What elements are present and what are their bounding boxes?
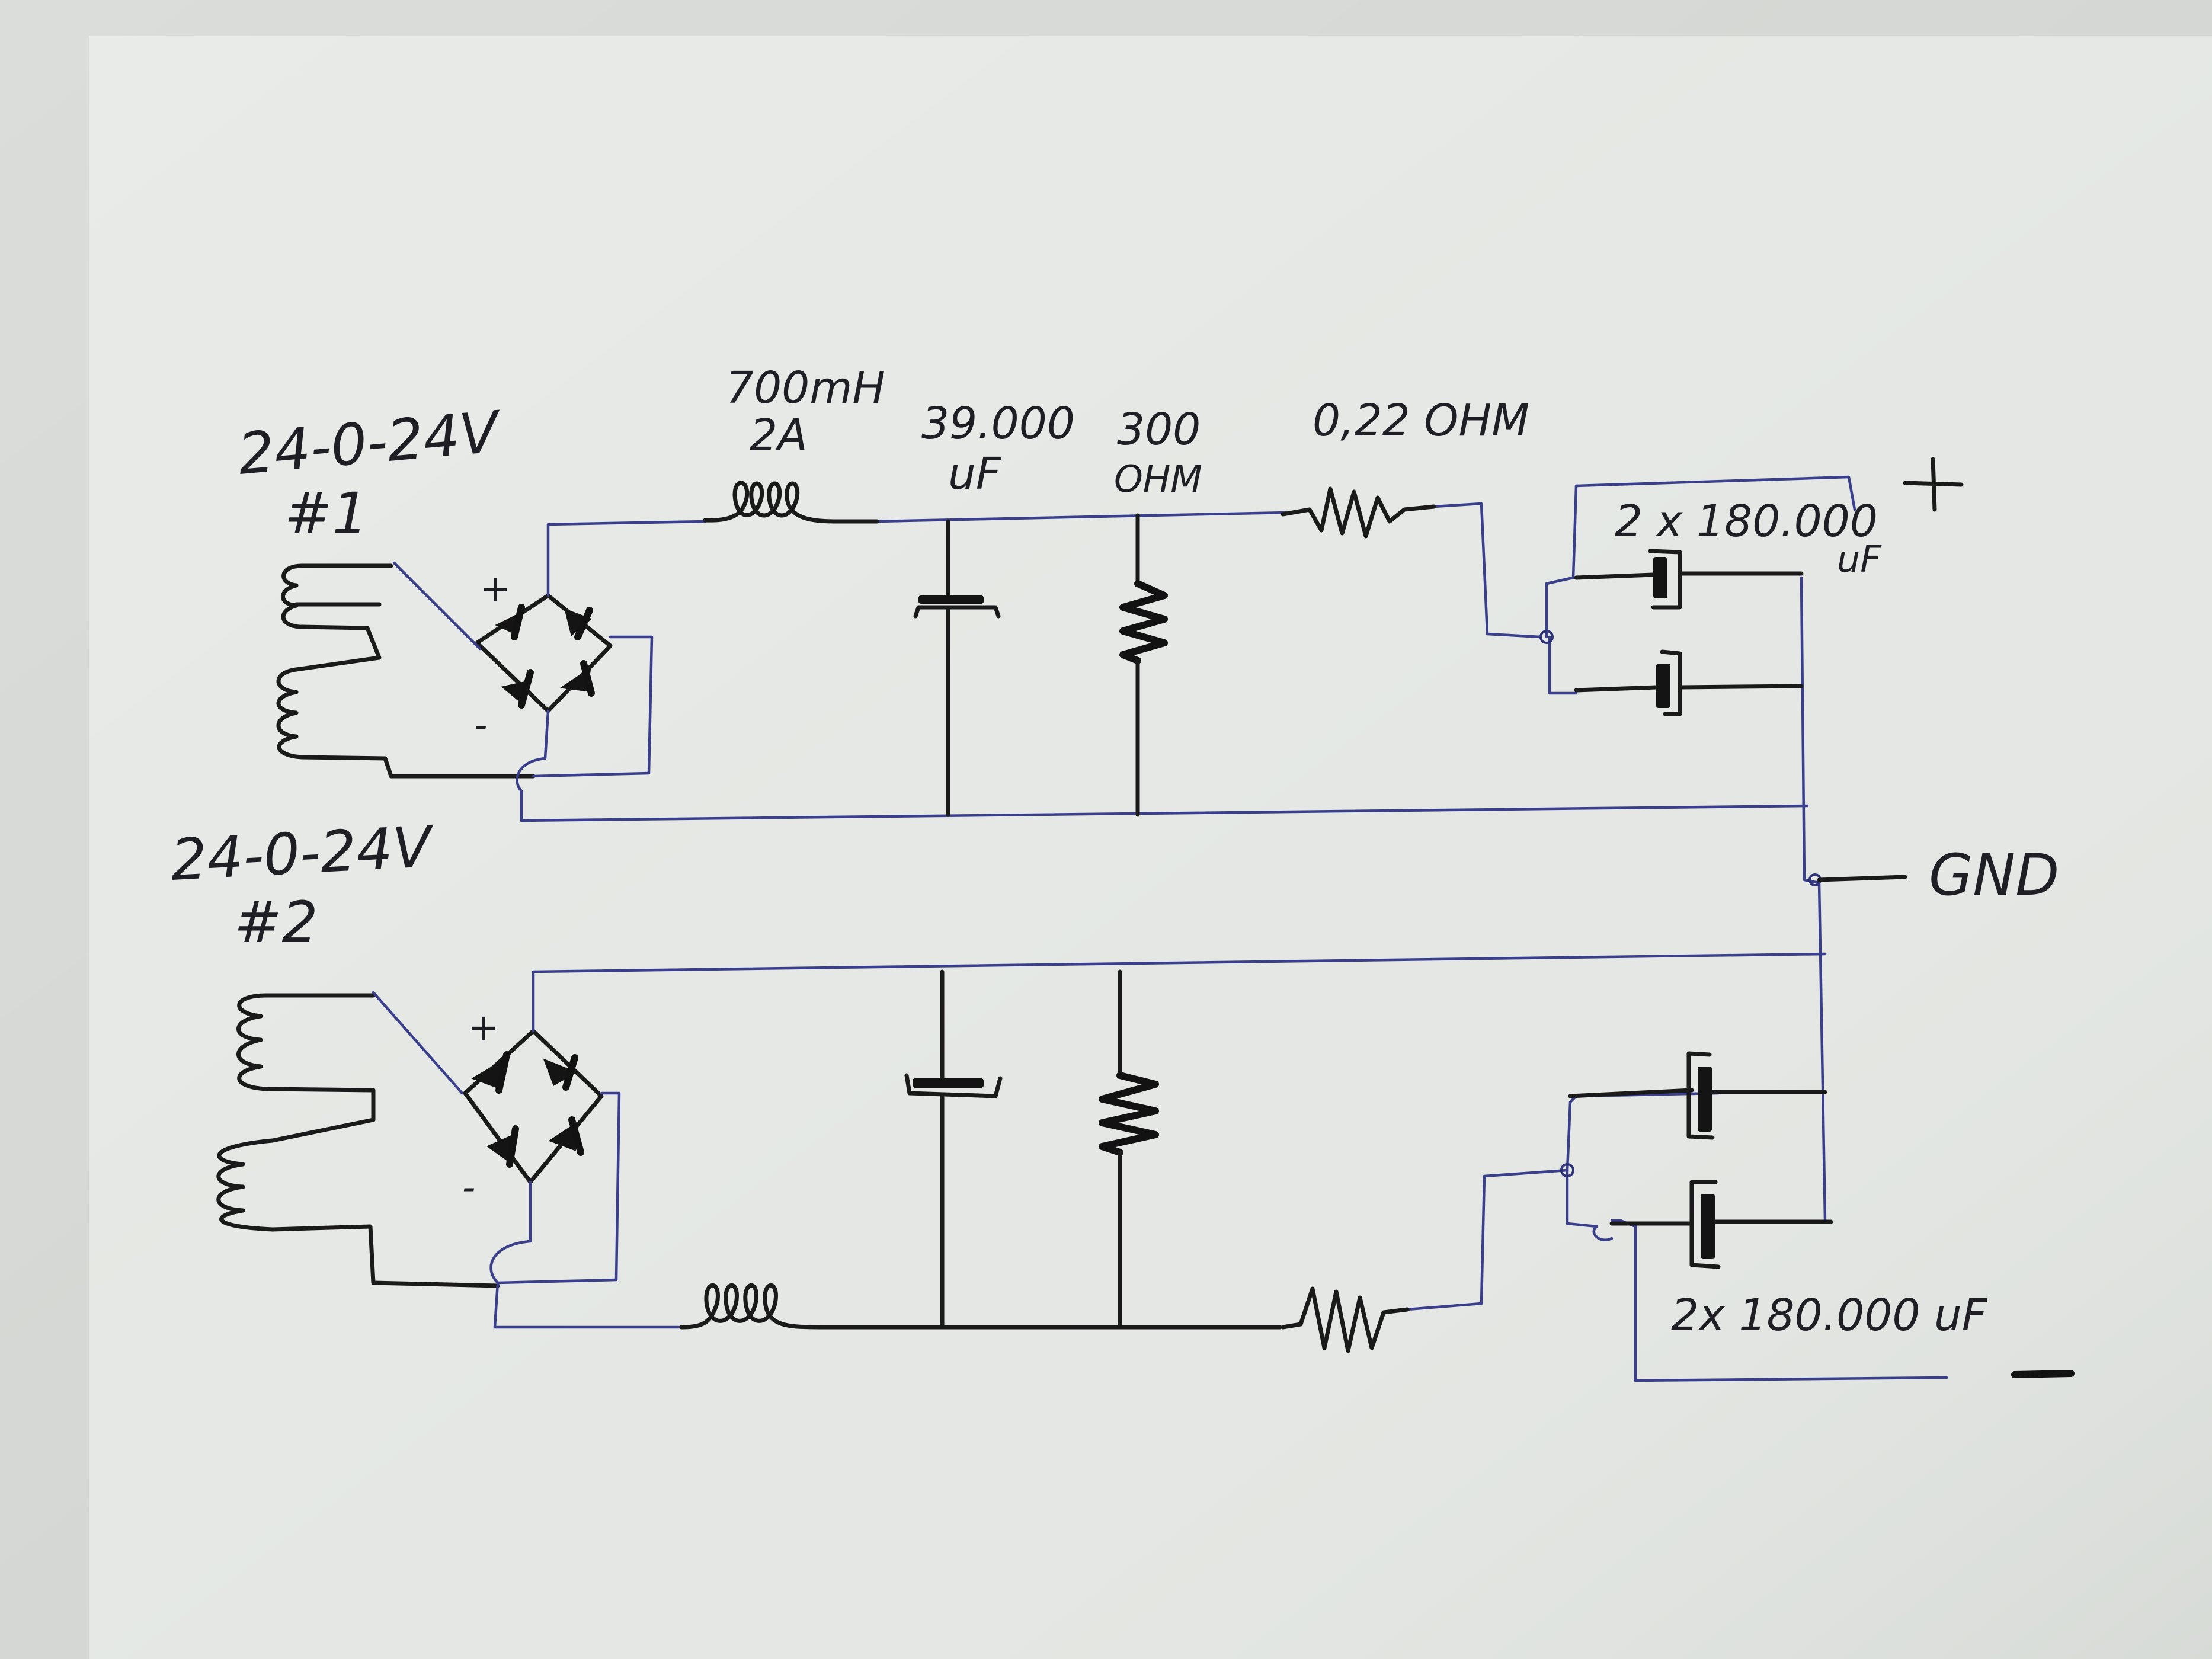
- transformer-2-rating-label: 24-0-24V: [169, 814, 437, 893]
- cap-bank-top-unit-label: uF: [1837, 537, 1882, 581]
- wire-bridge1-top-rail: [546, 520, 707, 597]
- capacitor-39000uF-2: [904, 969, 1003, 1330]
- resistor-1-value-label: 300: [1117, 404, 1201, 455]
- bridge-2-plus-sign: +: [468, 1005, 499, 1049]
- cap-bank-top-label: 2 x 180.000: [1615, 496, 1878, 547]
- transformer-1-id-label: #1: [284, 481, 369, 547]
- cap-bank-bottom-label: 2x 180.000 uF: [1671, 1290, 1988, 1341]
- resistor-022ohm-2: [1281, 1286, 1410, 1353]
- plus-mark: [1903, 457, 1964, 512]
- junction-node-top: [1539, 630, 1554, 644]
- wire-bottom-r022-to-node: [1406, 1168, 1569, 1311]
- supply-2: + -: [216, 873, 1948, 1382]
- wire-bridge1-side: [532, 635, 654, 778]
- gnd-label: GND: [1929, 842, 2059, 908]
- wire-transformer1-to-bridge: [392, 561, 482, 651]
- wire-bridge2-side: [496, 1091, 621, 1285]
- wire-top-main-rail: [875, 511, 1288, 523]
- wire-r022-to-node: [1432, 502, 1542, 639]
- resistor-300ohm-1: [1119, 513, 1168, 817]
- capacitor-bank-bottom: [1568, 1051, 1833, 1269]
- wire-bridge2-bottom: [489, 1180, 683, 1329]
- wire-node-top-cap: [1545, 475, 1856, 639]
- bridge-1-plus-sign: +: [480, 567, 511, 610]
- wire-bridge1-bottom: [516, 709, 1809, 822]
- wire-node-bottom-cap: [1548, 635, 1578, 695]
- capacitor-1-unit-label: uF: [948, 449, 1002, 499]
- resistor-300ohm-2: [1099, 969, 1159, 1330]
- bridge-2-minus-sign: -: [462, 1165, 475, 1209]
- inductor-2-icon: [679, 1283, 1282, 1330]
- resistor-1-unit-label: OHM: [1114, 457, 1202, 501]
- wire-right-ground-rail: [1800, 576, 1827, 1222]
- inductor-current-label: 2A: [750, 410, 808, 461]
- wire-transformer2-to-bridge: [372, 991, 464, 1095]
- inductor-1-icon: [703, 481, 879, 524]
- gnd-lead: [1817, 875, 1907, 882]
- minus-mark: [2011, 1370, 2075, 1378]
- inductor-value-label: 700mH: [726, 363, 885, 414]
- bridge-rectifier-2: [463, 1029, 604, 1184]
- resistor-022ohm-1: [1281, 486, 1436, 539]
- bridge-1-minus-sign: -: [474, 703, 487, 747]
- supply-1: + -: [276, 475, 1856, 1222]
- wire-bottom-node-caps: [1566, 1091, 1720, 1172]
- capacitor-1-value-label: 39.000: [921, 398, 1075, 449]
- resistor-2-value-label: 0,22 OHM: [1313, 395, 1529, 446]
- transformer-1-icon: [276, 563, 536, 779]
- wire-minus-output: [1610, 1219, 1948, 1382]
- junction-node-bottom: [1560, 1163, 1574, 1177]
- capacitor-bank-top: [1574, 549, 1804, 716]
- wire-bridge2-top-rail: [532, 952, 1827, 1033]
- transformer-2-id-label: #2: [234, 889, 318, 956]
- wire-bottom-node-lower: [1566, 1168, 1614, 1241]
- capacitor-39000uF-1: [913, 519, 1001, 817]
- transformer-2-icon: [216, 993, 500, 1288]
